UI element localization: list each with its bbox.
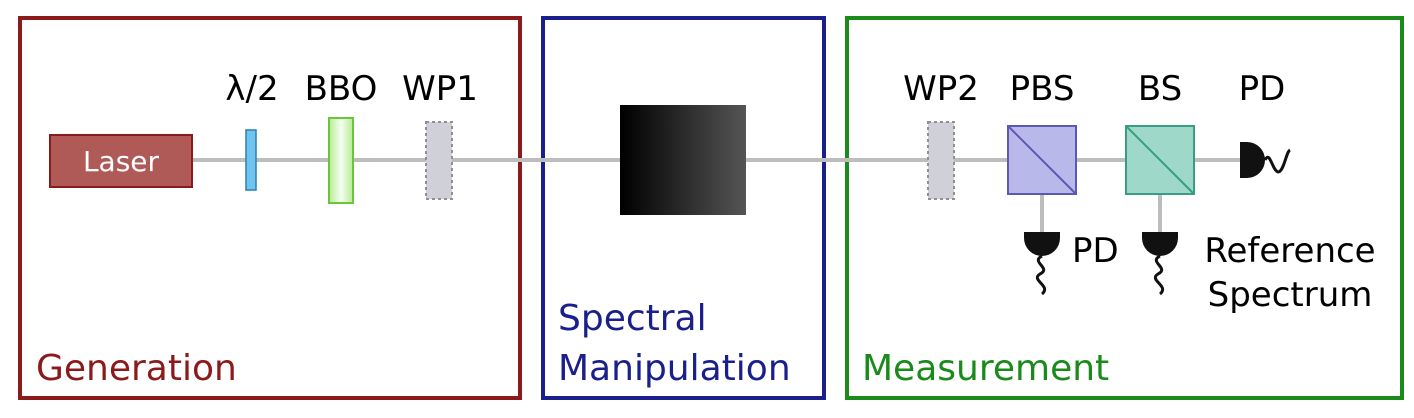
wp1-plate: [425, 121, 453, 200]
measurement-section-box: [845, 16, 1404, 400]
reference-label-line2: Spectrum: [1208, 275, 1373, 315]
pd-end-label: PD: [1239, 69, 1286, 109]
pd-pbs-cable: [1036, 254, 1046, 296]
half-wave-plate: [245, 129, 257, 191]
half-wave-plate-label: λ/2: [225, 69, 278, 109]
pd-end-cable: [1263, 148, 1292, 174]
wp2-label: WP2: [903, 69, 979, 109]
pbs-diagonal: [1007, 125, 1077, 195]
reference-label-line1: Reference: [1204, 231, 1375, 271]
manipulation-label-line2: Manipulation: [558, 348, 791, 389]
pd-reference-cable: [1154, 254, 1164, 296]
laser-box: [49, 134, 193, 188]
pd-reference-detector: [1142, 232, 1178, 256]
manipulation-section-box: [541, 16, 826, 400]
spectral-manipulator-box: [620, 105, 746, 215]
wp2-plate: [927, 121, 955, 200]
bbo-crystal: [328, 117, 354, 204]
pd-end-detector: [1240, 142, 1265, 178]
pd-pbs-detector: [1024, 232, 1060, 256]
generation-section-box: [18, 16, 522, 400]
pd-pbs-label: PD: [1072, 231, 1119, 271]
bbo-label: BBO: [305, 69, 378, 109]
bs-diagonal: [1125, 125, 1195, 195]
pbs-label: PBS: [1010, 69, 1075, 109]
bs-label: BS: [1138, 69, 1182, 109]
measurement-label: Measurement: [862, 348, 1109, 389]
wp1-label: WP1: [402, 69, 478, 109]
laser-label: Laser: [83, 145, 160, 178]
generation-label: Generation: [36, 348, 237, 389]
manipulation-label-line1: Spectral: [558, 298, 707, 339]
